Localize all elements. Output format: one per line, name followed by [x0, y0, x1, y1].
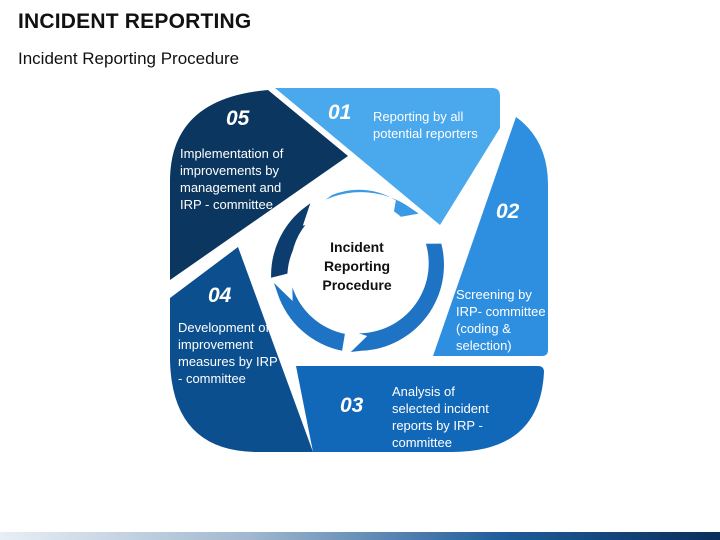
step-01-description: Reporting by all potential reporters: [373, 109, 478, 141]
ring-arrow-left-top: [271, 203, 314, 278]
text-line: - committee: [178, 371, 246, 386]
ring-arrow-right-bottom: [350, 243, 444, 352]
text-line: Reporting by all: [373, 109, 463, 124]
bottom-gradient-bar: [0, 532, 720, 540]
ring-arrow-top-right: [325, 189, 419, 219]
step-01-segment: [275, 88, 500, 225]
step-05-segment: [170, 90, 348, 280]
step-01-number: 01: [328, 101, 351, 124]
cycle-ring: [271, 189, 444, 352]
text-line: selected incident: [392, 401, 489, 416]
step-03-number: 03: [340, 394, 364, 417]
text-line: Implementation of: [180, 146, 284, 161]
text-line: selection): [456, 338, 512, 353]
text-line: improvements by: [180, 163, 279, 178]
text-line: IRP- committee: [456, 304, 546, 319]
text-line: committee: [392, 435, 452, 450]
text-line: Procedure: [322, 277, 391, 293]
text-line: improvement: [178, 337, 254, 352]
step-03-description: Analysis of selected incident reports by I…: [392, 384, 489, 450]
step-04-segment: [170, 247, 313, 452]
page-title: INCIDENT REPORTING: [18, 10, 252, 33]
center-circle: [291, 200, 423, 332]
step-05-description: Implementation of improvements by manageme…: [180, 146, 284, 212]
page-subtitle: Incident Reporting Procedure: [18, 49, 240, 68]
text-line: Reporting: [324, 258, 390, 274]
step-05-number: 05: [226, 107, 250, 130]
text-line: Screening by: [456, 287, 532, 302]
text-line: measures by IRP: [178, 354, 278, 369]
text-line: management and: [180, 180, 281, 195]
step-04-number: 04: [208, 284, 232, 307]
text-line: Incident: [330, 239, 384, 255]
text-line: reports by IRP -: [392, 418, 483, 433]
text-line: IRP - committee: [180, 197, 273, 212]
text-line: (coding &: [456, 321, 511, 336]
step-02-number: 02: [496, 200, 520, 223]
text-line: potential reporters: [373, 126, 478, 141]
step-04-description: Development of improvement measures by IRP…: [178, 320, 278, 386]
ring-arrow-bottom-left: [274, 283, 345, 351]
step-03-segment: [296, 366, 544, 452]
step-02-description: Screening by IRP- committee (coding & selec…: [456, 287, 546, 353]
step-02-segment: [433, 117, 548, 356]
text-line: Analysis of: [392, 384, 455, 399]
text-line: Development of: [178, 320, 269, 335]
